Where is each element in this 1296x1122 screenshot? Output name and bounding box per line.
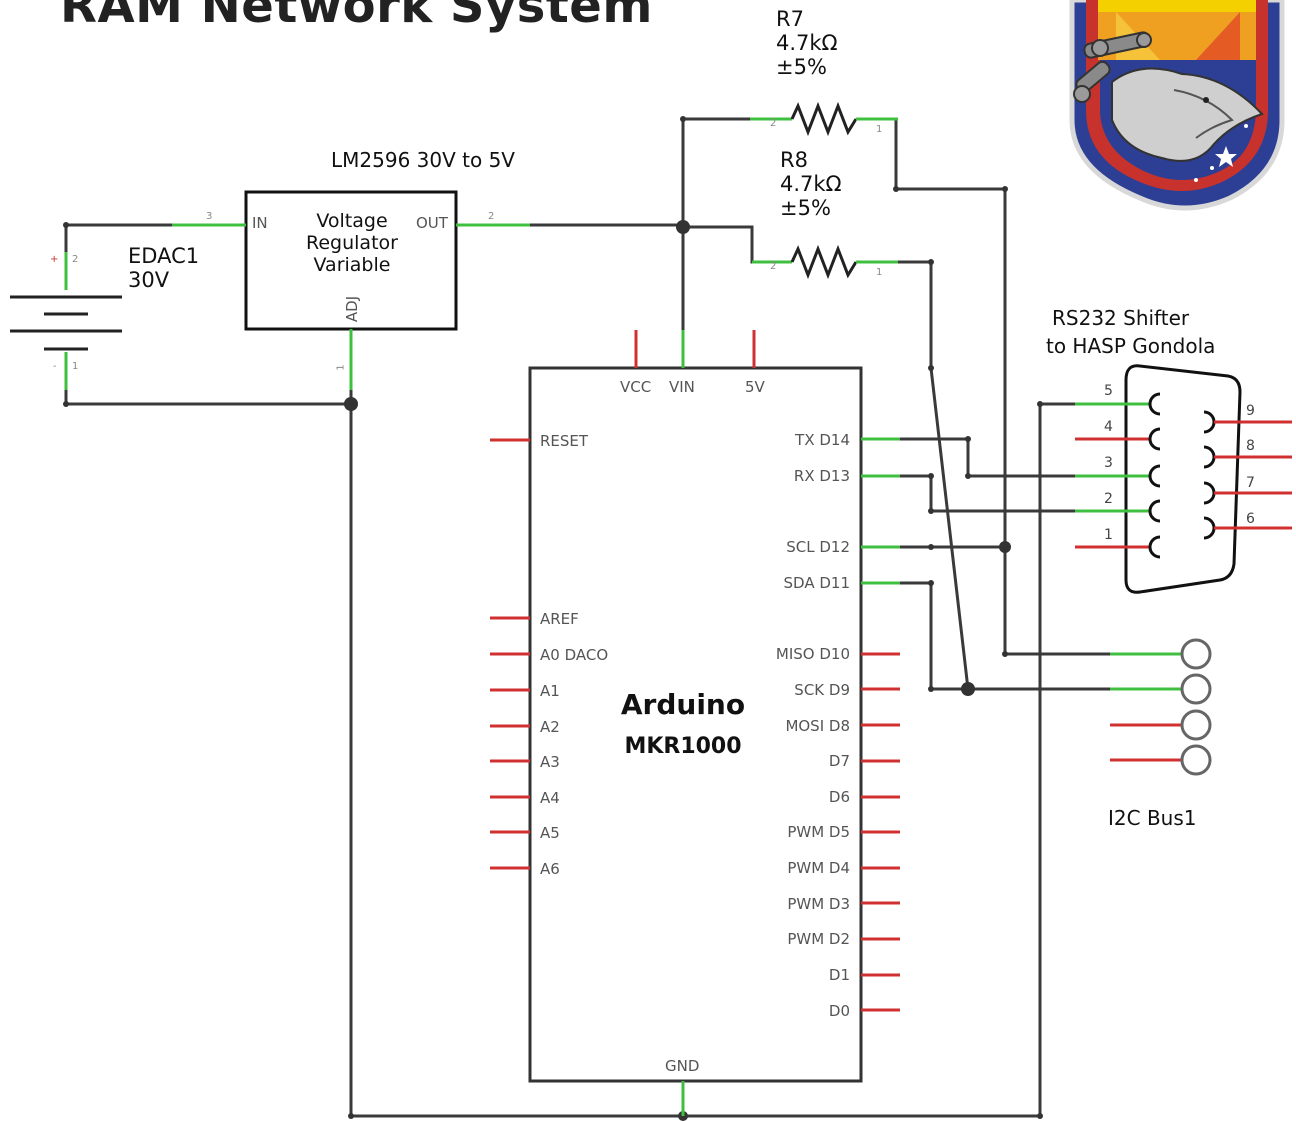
battery-voltage: 30V [128,268,170,292]
regulator-pin-num-out: 2 [488,211,495,222]
junction-sda [961,682,975,696]
rs232-pin-1: 1 [1104,527,1113,543]
wire-rx [896,474,1077,513]
r8-name: R8 [780,148,808,172]
arduino-pin-a6: A6 [540,860,560,878]
rs232-pin-7: 7 [1246,475,1255,491]
resistor-r8 [752,244,898,280]
rs232-label-line1: RS232 Shifter [1052,306,1190,330]
wire-r7-right [894,117,1112,656]
wire-r8-right [896,260,970,691]
wire-battery-negative [64,366,353,406]
r8-value: 4.7kΩ [780,172,842,196]
regulator-pin-in: IN [252,214,268,232]
wire-r8-left [681,225,754,264]
rs232-label-line2: to HASP Gondola [1046,334,1216,358]
arduino-pin-scl-d12: SCL D12 [786,538,850,556]
arduino-pin-d7: D7 [828,752,850,770]
r7-tolerance: ±5% [776,55,827,79]
r7-pin-left: 2 [770,118,777,129]
regulator-pin-num-adj: 1 [335,364,347,371]
regulator-line3: Variable [313,254,391,276]
rs232-pin-3: 3 [1104,455,1113,471]
i2c-label: I2C Bus1 [1108,806,1197,830]
junction-nodes [63,116,1043,1121]
r7-pin-right: 1 [876,124,883,135]
arduino-pin-gnd: GND [665,1057,700,1075]
junction-5v [676,220,690,234]
r8-tolerance: ±5% [780,196,831,220]
page-title: RAM Network System [60,0,653,34]
battery-pin-num-bottom: 1 [72,361,79,372]
regulator-pin-num-in: 3 [206,211,213,222]
arduino-pin-sck-d9: SCK D9 [794,681,850,699]
arduino-pin-d6: D6 [828,788,850,806]
battery-name: EDAC1 [128,244,200,268]
arduino-pin-vcc: VCC [620,378,652,396]
resistor-r7 [750,101,898,137]
arduino-pin-tx-d14: TX D14 [795,431,850,449]
rs232-connector [1075,364,1292,594]
wire-tx [896,437,1077,478]
arduino-pin-mosi-d8: MOSI D8 [785,717,850,735]
arduino-pin-a1: A1 [540,682,560,700]
arduino-pin-pwm-d4: PWM D4 [787,859,850,877]
rs232-pin-6: 6 [1246,511,1255,527]
arduino-pin-a3: A3 [540,753,560,771]
battery-minus: - [53,361,57,372]
arduino-pin-aref: AREF [540,610,579,628]
regulator-name: LM2596 30V to 5V [331,148,515,172]
arduino-pin-d1: D1 [828,966,850,984]
arduino-pin-miso-d10: MISO D10 [775,645,850,663]
r7-name: R7 [776,7,804,31]
rs232-pin-9: 9 [1246,403,1255,419]
rs232-pin-4: 4 [1104,419,1113,435]
rs232-pin-5: 5 [1104,383,1113,399]
regulator-line2: Regulator [306,232,398,254]
regulator-symbol [172,190,530,390]
r8-pin-right: 1 [876,267,883,278]
arduino-pin-a2: A2 [540,718,560,736]
junction-scl [999,541,1011,553]
arduino-pin-vin: VIN [669,378,695,396]
regulator-pin-out: OUT [416,214,448,232]
arduino-pin-a4: A4 [540,789,560,807]
junction-ground [344,397,358,411]
arduino-pin-pwm-d2: PWM D2 [787,930,850,948]
arduino-pin-5v: 5V [745,378,765,396]
logo-badge [1069,0,1285,211]
arduino-pin-a0: A0 DACO [540,646,609,664]
arduino-pin-reset: RESET [540,432,589,450]
r7-value: 4.7kΩ [776,31,838,55]
arduino-pin-pwm-d5: PWM D5 [787,823,850,841]
arduino-name: Arduino [620,688,746,721]
arduino-pin-d0: D0 [828,1002,850,1020]
r8-pin-left: 2 [770,261,777,272]
rs232-pin-2: 2 [1104,491,1113,507]
arduino-pin-sda-d11: SDA D11 [783,574,850,592]
battery-pin-num-top: 2 [72,254,79,265]
regulator-pin-adj: ADJ [343,295,362,323]
regulator-body-label: Voltage Regulator Variable [248,210,456,276]
regulator-line1: Voltage [316,210,388,232]
rs232-pin-8: 8 [1246,438,1255,454]
i2c-connector [1110,638,1212,776]
arduino-model: MKR1000 [624,734,742,759]
arduino-pin-pwm-d3: PWM D3 [787,895,850,913]
battery-plus: + [50,254,59,265]
battery-symbol [10,252,122,390]
arduino-symbol [490,330,900,1116]
arduino-pin-a5: A5 [540,824,560,842]
wire-sda [896,581,1112,691]
arduino-pin-rx-d13: RX D13 [793,467,850,485]
